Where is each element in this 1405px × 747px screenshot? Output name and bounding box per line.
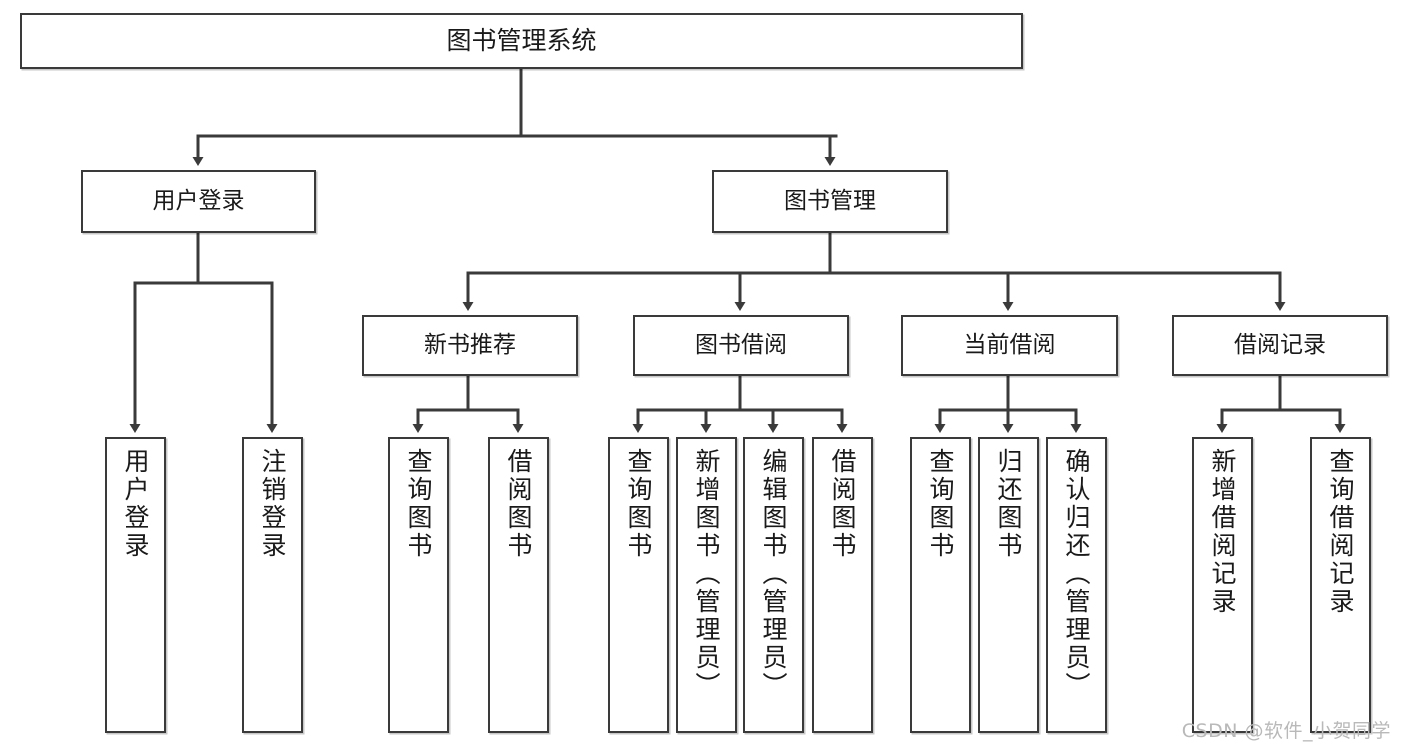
leaf-borrow-book-borrowing-label: 借阅图书 xyxy=(828,448,857,560)
leaf-edit-book-admin[interactable]: 编辑图书（管理员） xyxy=(743,437,804,733)
leaf-query-book-newbook[interactable]: 查询图书 xyxy=(388,437,449,733)
leaf-confirm-return-admin-label: 确认归还（管理员） xyxy=(1062,448,1091,700)
node-book-management[interactable]: 图书管理 xyxy=(712,170,948,233)
node-book-management-label: 图书管理 xyxy=(784,187,876,214)
leaf-query-borrowing-record-label: 查询借阅记录 xyxy=(1326,448,1355,616)
leaf-add-book-admin[interactable]: 新增图书（管理员） xyxy=(676,437,737,733)
leaf-logout[interactable]: 注销登录 xyxy=(242,437,303,733)
node-user-login[interactable]: 用户登录 xyxy=(81,170,316,233)
node-new-book-recommendation[interactable]: 新书推荐 xyxy=(362,315,578,376)
node-new-book-recommendation-label: 新书推荐 xyxy=(424,331,516,358)
csdn-watermark: CSDN @软件_小贺同学 xyxy=(1181,720,1391,742)
leaf-add-borrowing-record[interactable]: 新增借阅记录 xyxy=(1192,437,1253,733)
leaf-query-borrowing-record[interactable]: 查询借阅记录 xyxy=(1310,437,1371,733)
leaf-return-book[interactable]: 归还图书 xyxy=(978,437,1039,733)
node-book-borrowing-label: 图书借阅 xyxy=(695,331,787,358)
node-current-borrowing-label: 当前借阅 xyxy=(963,331,1056,358)
node-root-book-management-system[interactable]: 图书管理系统 xyxy=(20,13,1023,69)
leaf-query-book-borrowing[interactable]: 查询图书 xyxy=(608,437,669,733)
leaf-user-login-label: 用户登录 xyxy=(121,448,150,560)
leaf-borrow-book-newbook[interactable]: 借阅图书 xyxy=(488,437,549,733)
node-borrowing-record[interactable]: 借阅记录 xyxy=(1172,315,1388,376)
leaf-query-book-current[interactable]: 查询图书 xyxy=(910,437,971,733)
leaf-borrow-book-newbook-label: 借阅图书 xyxy=(504,448,533,560)
node-current-borrowing[interactable]: 当前借阅 xyxy=(901,315,1118,376)
leaf-add-borrowing-record-label: 新增借阅记录 xyxy=(1208,448,1237,616)
leaf-user-login[interactable]: 用户登录 xyxy=(105,437,166,733)
node-root-label: 图书管理系统 xyxy=(446,26,597,56)
node-user-login-label: 用户登录 xyxy=(152,187,245,214)
node-borrowing-record-label: 借阅记录 xyxy=(1234,331,1326,358)
leaf-query-book-current-label: 查询图书 xyxy=(926,448,955,560)
leaf-confirm-return-admin[interactable]: 确认归还（管理员） xyxy=(1046,437,1107,733)
leaf-logout-label: 注销登录 xyxy=(258,448,287,560)
leaf-edit-book-admin-label: 编辑图书（管理员） xyxy=(759,448,788,700)
leaf-query-book-newbook-label: 查询图书 xyxy=(404,448,433,560)
node-book-borrowing[interactable]: 图书借阅 xyxy=(633,315,849,376)
leaf-query-book-borrowing-label: 查询图书 xyxy=(624,448,653,560)
leaf-return-book-label: 归还图书 xyxy=(994,448,1023,560)
leaf-borrow-book-borrowing[interactable]: 借阅图书 xyxy=(812,437,873,733)
leaf-add-book-admin-label: 新增图书（管理员） xyxy=(692,448,721,700)
